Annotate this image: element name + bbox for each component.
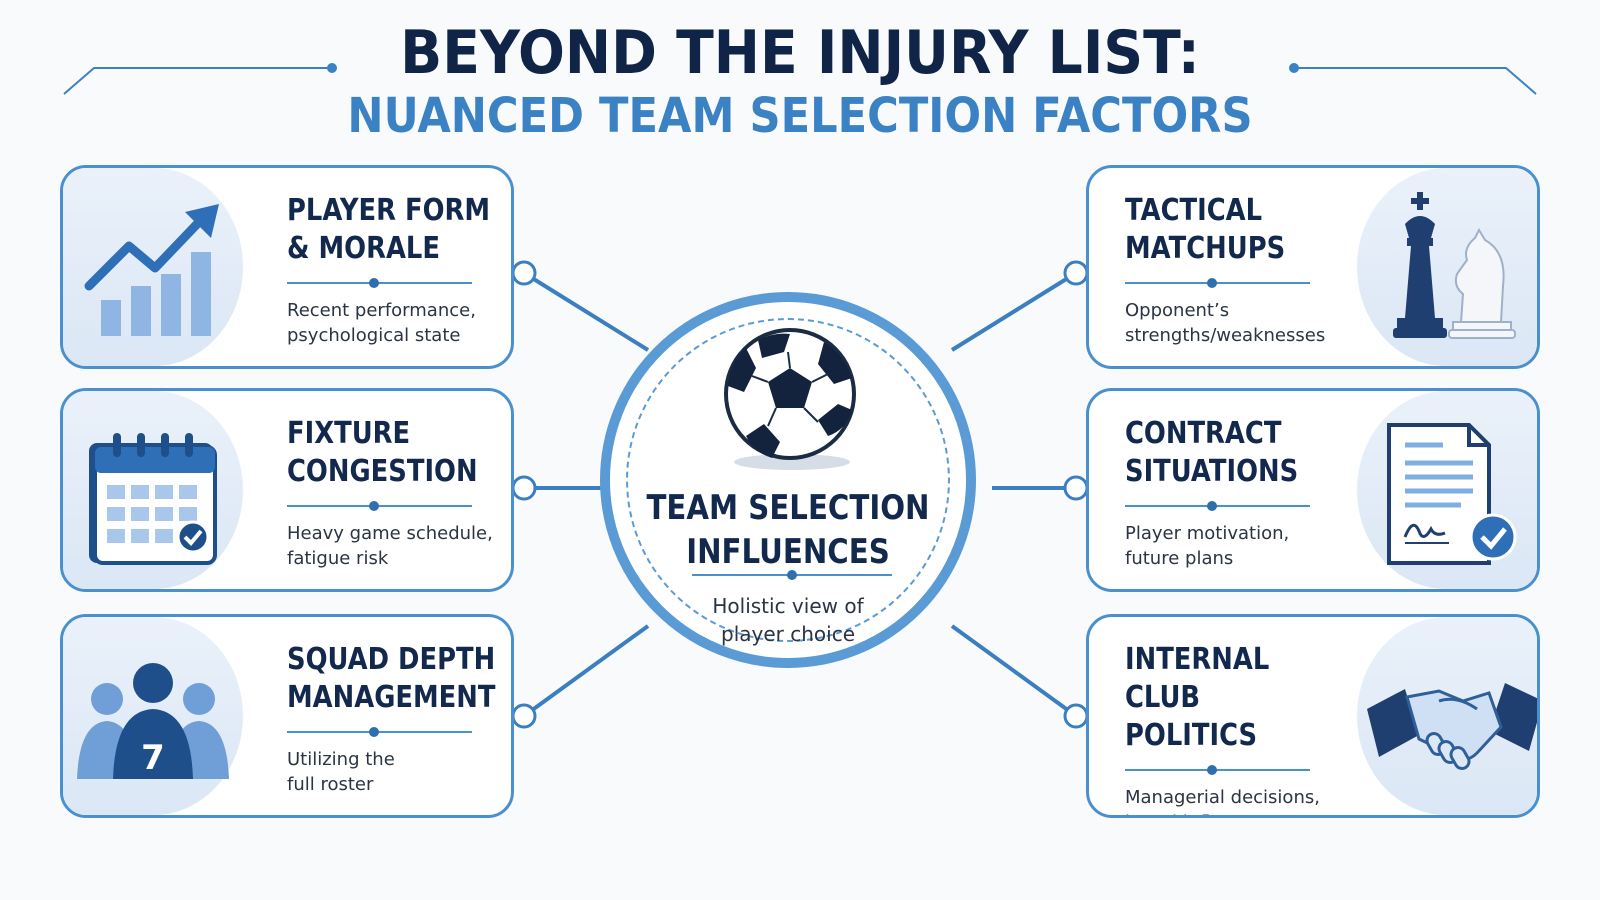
center-divider [692, 570, 892, 580]
node-squad [511, 703, 537, 729]
contract-document-icon [1365, 413, 1525, 573]
factor-description: Heavy game schedule, fatigue risk [287, 523, 493, 569]
factor-card-tactical-matchups: TACTICAL MATCHUPS Opponent’s strengths/w… [1086, 165, 1540, 369]
factor-card-contract-situations: CONTRACT SITUATIONS Player motivation, f… [1086, 388, 1540, 592]
center-title: TEAM SELECTION INFLUENCES [646, 488, 930, 572]
factor-heading: CONTRACT SITUATIONS [1125, 416, 1299, 489]
factor-description: Managerial decisions, board influence [1125, 787, 1320, 815]
handshake-icon [1365, 639, 1537, 799]
header-decor-right [1289, 63, 1537, 95]
growth-chart-icon [75, 190, 235, 350]
factor-heading: FIXTURE CONGESTION [287, 416, 478, 489]
factor-description: Utilizing the full roster [287, 749, 395, 795]
soccer-ball-icon [720, 324, 860, 474]
connector-player-form [522, 271, 650, 352]
calendar-check-icon [75, 413, 235, 573]
factor-card-player-form: PLAYER FORM & MORALE Recent performance,… [60, 165, 514, 369]
jersey-number: 7 [141, 738, 165, 778]
connector-squad [522, 624, 650, 718]
center-description: Holistic view of player choice [712, 594, 864, 646]
factor-card-club-politics: INTERNAL CLUB POLITICS Managerial decisi… [1086, 614, 1540, 818]
center-dashed-ring [626, 318, 950, 642]
factor-description: Player motivation, future plans [1125, 523, 1290, 569]
divider [1125, 765, 1310, 775]
factor-description: Recent performance, psychological state [287, 300, 476, 346]
page-title: BEYOND THE INJURY LIST: [400, 18, 1200, 88]
divider [1125, 501, 1310, 511]
connector-tactical [950, 271, 1078, 352]
factor-heading: INTERNAL CLUB POLITICS [1125, 642, 1270, 753]
connector-politics [950, 624, 1078, 718]
squad-players-icon: 7 [75, 639, 235, 799]
node-player-form [511, 260, 537, 286]
factor-card-squad-depth: 7 SQUAD DEPTH MANAGEMENT Utilizing the f… [60, 614, 514, 818]
factor-heading: TACTICAL MATCHUPS [1125, 193, 1286, 266]
node-tactical [1063, 260, 1089, 286]
page-subtitle: NUANCED TEAM SELECTION FACTORS [347, 88, 1253, 144]
divider [287, 278, 472, 288]
node-politics [1063, 703, 1089, 729]
divider [1125, 278, 1310, 288]
factor-heading: SQUAD DEPTH MANAGEMENT [287, 642, 496, 715]
node-fixture [511, 475, 537, 501]
factor-heading: PLAYER FORM & MORALE [287, 193, 491, 266]
header-decor-left [63, 63, 337, 95]
node-contract [1063, 475, 1089, 501]
factor-card-fixture-congestion: FIXTURE CONGESTION Heavy game schedule, … [60, 388, 514, 592]
divider [287, 501, 472, 511]
center-hub: TEAM SELECTION INFLUENCES Holistic view … [600, 292, 976, 668]
factor-description: Opponent’s strengths/weaknesses [1125, 300, 1326, 346]
divider [287, 727, 472, 737]
chess-pieces-icon [1365, 190, 1525, 350]
